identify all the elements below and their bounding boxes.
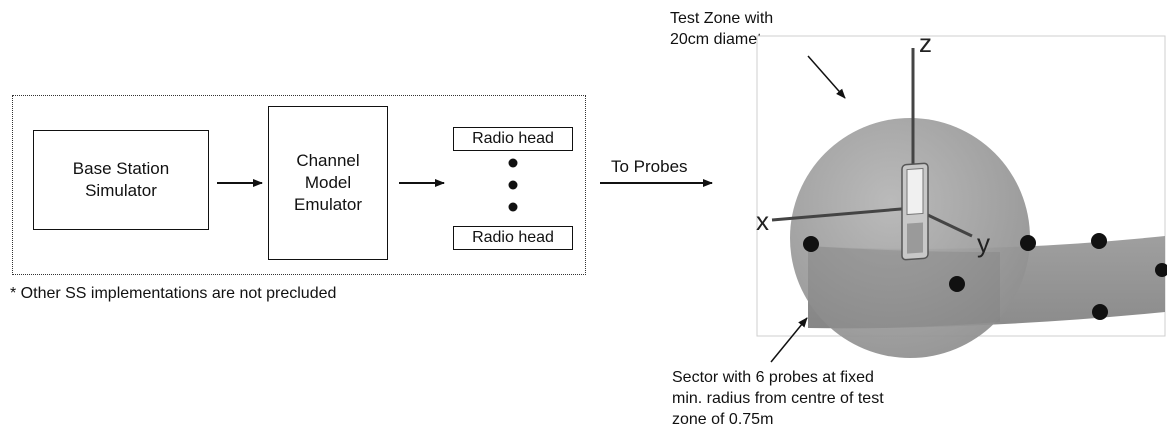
y-axis-label: y [977, 228, 990, 258]
probe-dot [1091, 233, 1107, 249]
system-simulator-frame [12, 95, 586, 275]
channel-model-emulator-box: Channel Model Emulator [268, 106, 388, 260]
probe-dot [949, 276, 965, 292]
x-axis-label: x [756, 206, 769, 236]
probe-dot [1092, 304, 1108, 320]
base-station-simulator-label: Base Station Simulator [72, 159, 170, 200]
radio-head-ellipsis-dot [508, 202, 518, 212]
probe-dot [1155, 263, 1167, 277]
radio-head-bottom-box: Radio head [453, 226, 573, 250]
base-station-simulator-box: Base Station Simulator [33, 130, 209, 230]
sector-overlap [808, 246, 1000, 329]
sector-label: Sector with 6 probes at fixed min. radiu… [672, 369, 884, 428]
x-axis [771, 206, 914, 222]
channel-model-emulator-label: Channel Model Emulator [293, 151, 363, 214]
phone-device-icon [901, 162, 929, 261]
sector-pointer [770, 317, 808, 363]
probe-dot [1020, 235, 1036, 251]
to-probes-label: To Probes [611, 157, 688, 176]
radio-head-top-label: Radio head [472, 130, 554, 147]
z-axis-label: z [919, 28, 932, 58]
implementation-note: * Other SS implementations are not precl… [10, 285, 337, 302]
radio-head-ellipsis-dot [508, 158, 518, 168]
probe-dot [803, 236, 819, 252]
radio-head-bottom-label: Radio head [472, 229, 554, 246]
test-zone-pointer [807, 55, 846, 99]
radio-head-top-box: Radio head [453, 127, 573, 151]
radio-head-ellipsis-dot [508, 180, 518, 190]
